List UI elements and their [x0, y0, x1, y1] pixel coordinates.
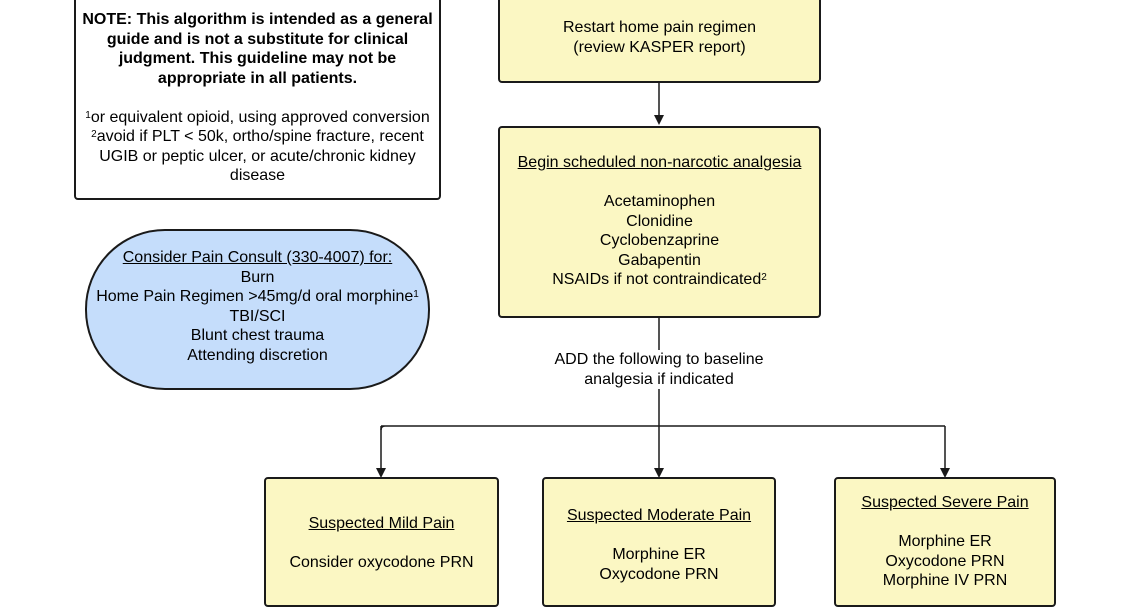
footnote-2: 2avoid if PLT < 50k, ortho/spine fractur… [91, 128, 424, 145]
severe-item-morphine-iv: Morphine IV PRN [882, 572, 1008, 589]
footnote-2-cont-2: disease [229, 167, 286, 184]
add-label-line-2: analgesia if indicated [584, 370, 734, 388]
non-narcotic-analgesia-box: Begin scheduled non-narcotic analgesia A… [498, 126, 821, 318]
drug-acetaminophen: Acetaminophen [603, 193, 716, 210]
consult-item-attending: Attending discretion [187, 346, 328, 364]
drug-cyclobenzaprine: Cyclobenzaprine [599, 232, 720, 249]
moderate-title: Suspected Moderate Pain [566, 507, 752, 524]
footnote-2-cont-1: UGIB or peptic ulcer, or acute/chronic k… [99, 147, 416, 165]
restart-line-1: Restart home pain regimen [563, 19, 756, 36]
consult-item-tbi: TBI/SCI [229, 307, 286, 325]
severe-item-morphine-er: Morphine ER [898, 533, 992, 550]
mild-pain-box: Suspected Mild Pain Consider oxycodone P… [264, 477, 499, 607]
line-split-horizontal [380, 425, 945, 431]
add-baseline-label: ADD the following to baseline analgesia … [540, 350, 778, 389]
note-line-1: NOTE: This algorithm is intended as a ge… [82, 11, 433, 28]
moderate-pain-box: Suspected Moderate Pain Morphine ER Oxyc… [542, 477, 776, 607]
note-box: NOTE: This algorithm is intended as a ge… [74, 0, 441, 200]
footnote-1: 1or equivalent opioid, using approved co… [85, 108, 430, 126]
severe-item-oxycodone: Oxycodone PRN [885, 552, 1005, 570]
restart-home-regimen-box: Restart home pain regimen (review KASPER… [498, 0, 821, 83]
consult-title: Consider Pain Consult (330-4007) for: [122, 249, 393, 266]
consult-item-burn: Burn [240, 268, 275, 286]
drug-nsaids: NSAIDs if not contraindicated2 [552, 271, 767, 288]
pain-consult-box: Consider Pain Consult (330-4007) for: Bu… [85, 229, 430, 390]
drug-clonidine: Clonidine [626, 212, 693, 230]
moderate-item-morphine-er: Morphine ER [612, 546, 706, 563]
nonnarcotic-title: Begin scheduled non-narcotic analgesia [517, 154, 802, 171]
consult-item-chest-trauma: Blunt chest trauma [190, 327, 325, 344]
note-line-4: appropriate in all patients. [157, 69, 358, 87]
severe-title: Suspected Severe Pain [861, 494, 1029, 511]
severe-pain-box: Suspected Severe Pain Morphine ER Oxycod… [834, 477, 1056, 607]
mild-title: Suspected Mild Pain [308, 515, 455, 532]
restart-line-2: (review KASPER report) [573, 38, 746, 56]
moderate-item-oxycodone: Oxycodone PRN [599, 565, 719, 583]
note-line-2: guide and is not a substitute for clinic… [106, 30, 409, 48]
add-label-line-1: ADD the following to baseline [554, 351, 764, 368]
mild-item-oxycodone: Consider oxycodone PRN [289, 554, 474, 571]
drug-gabapentin: Gabapentin [618, 251, 701, 269]
note-line-3: judgment. This guideline may not be [118, 50, 397, 67]
consult-item-home-regimen: Home Pain Regimen >45mg/d oral morphine1 [96, 288, 419, 305]
flow-connectors [376, 82, 950, 478]
